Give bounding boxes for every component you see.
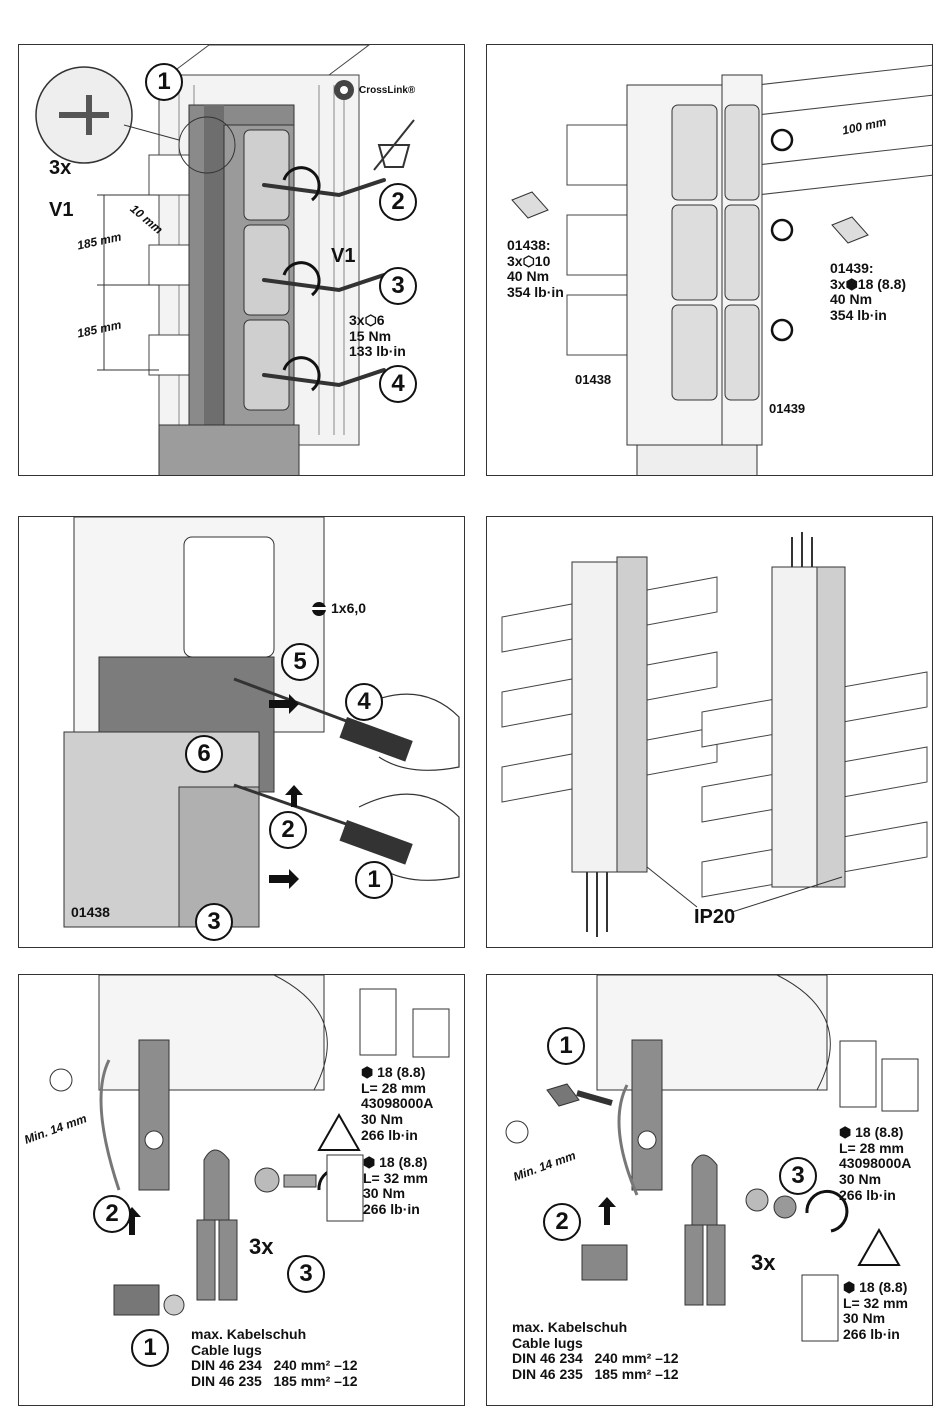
ip20-illustration <box>501 532 928 937</box>
step-2: 2 <box>379 183 417 221</box>
code-01439: 01439 <box>769 401 806 416</box>
mounting-illustration <box>35 45 415 475</box>
cable-lug-spec: max. Kabelschuh Cable lugs DIN 46 234 24… <box>191 1326 358 1390</box>
step-6: 6 <box>185 735 223 773</box>
removal-illustration <box>63 517 460 928</box>
step-3: 3 <box>287 1255 325 1293</box>
step-1: 1 <box>145 63 183 101</box>
step-5: 5 <box>281 643 319 681</box>
panel-removal: 1x6,0 01438 5 4 6 2 1 3 <box>18 516 465 948</box>
panel-cable-lugs-bolt: Min. 14 mm ⬢ 18 (8.8) L= 28 mm 43098000A… <box>18 974 465 1406</box>
screw-variants-illustration <box>511 64 932 475</box>
cable-lug-nut-illustration <box>505 975 919 1342</box>
step-2: 2 <box>269 811 307 849</box>
spec-01439: 01439: 3x⬢18 (8.8) 40 Nm 354 lb·in <box>830 260 907 324</box>
step-2: 2 <box>543 1203 581 1241</box>
tool-size: 1x6,0 <box>331 600 367 616</box>
panel-cable-lugs-nut: Min. 14 mm ⬢ 18 (8.8) L= 28 mm 43098000A… <box>486 974 933 1406</box>
panel-screw-variants: 01438: 3x⬡10 40 Nm 354 lb·in 01439: 3x⬢1… <box>486 44 933 476</box>
torque-spec: 3x⬡6 15 Nm 133 lb·in <box>349 312 406 360</box>
quantity-label: 3x <box>249 1234 274 1259</box>
step-3: 3 <box>379 267 417 305</box>
cable-lug-spec: max. Kabelschuh Cable lugs DIN 46 234 24… <box>512 1319 679 1383</box>
ip20-label: IP20 <box>694 906 736 928</box>
step-2: 2 <box>93 1195 131 1233</box>
step-4: 4 <box>379 365 417 403</box>
cable-lug-bolt-illustration <box>49 975 450 1316</box>
step-4: 4 <box>345 683 383 721</box>
step-1: 1 <box>131 1329 169 1367</box>
step-3: 3 <box>779 1157 817 1195</box>
brand-logo-text: CrossLink® <box>359 85 416 96</box>
spec-01438: 01438: 3x⬡10 40 Nm 354 lb·in <box>507 237 564 301</box>
step-1: 1 <box>547 1027 585 1065</box>
panel-mounting-on-busbar: 3x V1 V1 185 mm 185 mm 10 mm CrossLink® … <box>18 44 465 476</box>
code-01438: 01438 <box>71 904 110 920</box>
v1-label-left: V1 <box>49 199 74 221</box>
spec-bolt-32mm: ⬢ 18 (8.8) L= 32 mm 30 Nm 266 lb·in <box>843 1279 908 1343</box>
step-1: 1 <box>355 861 393 899</box>
code-01438: 01438 <box>575 372 612 387</box>
v1-label-right: V1 <box>331 245 356 267</box>
quantity-label: 3x <box>49 157 72 179</box>
step-3: 3 <box>195 903 233 941</box>
panel-ip20: IP20 <box>486 516 933 948</box>
quantity-label: 3x <box>751 1250 776 1275</box>
spec-bolt-28mm: ⬢ 18 (8.8) L= 28 mm 43098000A 30 Nm 266 … <box>361 1064 434 1143</box>
spec-bolt-32mm: ⬢ 18 (8.8) L= 32 mm 30 Nm 266 lb·in <box>363 1154 428 1218</box>
spec-bolt-28mm: ⬢ 18 (8.8) L= 28 mm 43098000A 30 Nm 266 … <box>839 1124 912 1203</box>
